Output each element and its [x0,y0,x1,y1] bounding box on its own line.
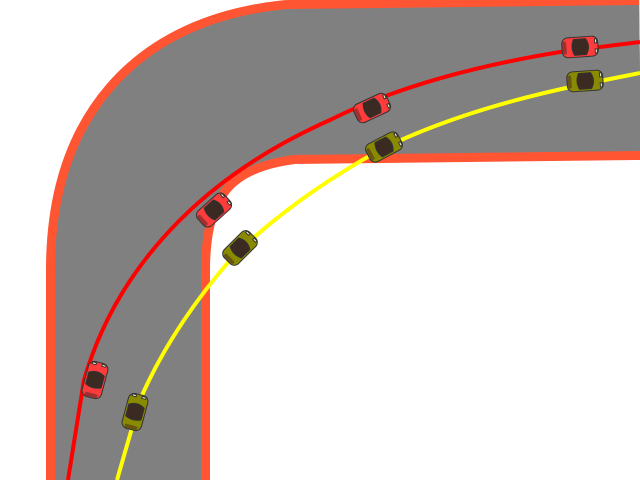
olive-car[interactable] [565,69,605,93]
red-car[interactable] [560,35,600,59]
track-asphalt [55,5,640,480]
inner-racing-line [115,71,640,480]
outer-racing-line [66,40,640,480]
